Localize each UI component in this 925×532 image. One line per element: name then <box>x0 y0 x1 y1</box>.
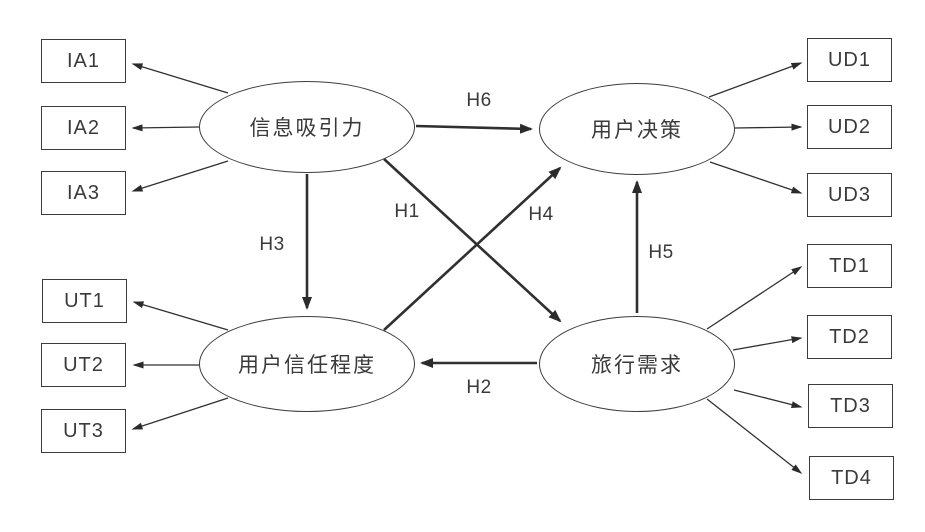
latent-info-attractiveness: 信息吸引力 <box>199 81 415 173</box>
latent-user-trust-label: 用户信任程度 <box>238 354 376 377</box>
indicator-label-IA3: IA3 <box>66 181 101 204</box>
loading-TD-TD1-arrow <box>706 266 803 330</box>
loading-UD-UD2-arrow <box>734 123 803 131</box>
indicator-label-IA2: IA2 <box>66 116 101 139</box>
latent-user-decision-label: 用户决策 <box>591 119 683 142</box>
loading-TD-TD4-arrow <box>706 398 803 474</box>
indicator-label-TD3: TD3 <box>830 394 871 417</box>
indicator-box-UD1: UD1 <box>807 38 892 82</box>
hypothesis-label-H2: H2 <box>466 377 492 398</box>
path-H6-arrow <box>415 123 533 134</box>
indicator-label-UD2: UD2 <box>827 115 871 138</box>
indicator-label-UT2: UT2 <box>63 353 104 376</box>
indicator-box-IA3: IA3 <box>41 171 126 215</box>
indicator-label-TD1: TD1 <box>829 254 870 277</box>
indicator-label-IA1: IA1 <box>66 49 101 72</box>
path-H4-arrow <box>383 166 562 331</box>
path-H1-arrow <box>383 158 562 323</box>
latent-travel-demand: 旅行需求 <box>539 316 735 412</box>
indicator-label-UD1: UD1 <box>827 48 871 71</box>
indicator-box-UT3: UT3 <box>41 409 126 453</box>
loading-UT-UT3-arrow <box>131 397 229 430</box>
indicator-box-UT1: UT1 <box>42 279 127 323</box>
loading-IA-IA1-arrow <box>131 63 229 94</box>
latent-user-decision: 用户决策 <box>539 83 735 175</box>
indicator-box-TD4: TD4 <box>809 456 894 500</box>
indicator-label-TD4: TD4 <box>831 466 872 489</box>
loading-TD-TD2-arrow <box>732 336 803 351</box>
indicator-box-TD2: TD2 <box>807 315 892 359</box>
loading-IA-IA3-arrow <box>131 160 229 192</box>
loading-UD-UD3-arrow <box>709 161 803 194</box>
indicator-label-UT1: UT1 <box>64 289 105 312</box>
indicator-label-UT3: UT3 <box>63 419 104 442</box>
hypothesis-label-H1: H1 <box>394 201 420 222</box>
loading-UD-UD1-arrow <box>708 62 803 98</box>
hypothesis-label-H4: H4 <box>528 204 554 225</box>
hypothesis-label-H5: H5 <box>648 242 674 263</box>
indicator-box-TD3: TD3 <box>808 384 893 428</box>
loading-TD-TD3-arrow <box>733 389 803 409</box>
loading-UT-UT1-arrow <box>132 301 229 331</box>
latent-user-trust: 用户信任程度 <box>199 316 415 412</box>
indicator-box-UD3: UD3 <box>807 173 892 217</box>
indicator-box-UT2: UT2 <box>41 343 126 387</box>
latent-info-attractiveness-label: 信息吸引力 <box>249 117 365 140</box>
latent-travel-demand-label: 旅行需求 <box>591 354 683 377</box>
indicator-box-IA2: IA2 <box>41 106 126 150</box>
indicator-label-TD2: TD2 <box>829 325 870 348</box>
loading-IA-IA2-arrow <box>131 124 200 132</box>
indicator-label-UD3: UD3 <box>827 183 871 206</box>
indicator-box-TD1: TD1 <box>807 244 892 288</box>
indicator-box-UD2: UD2 <box>807 105 892 149</box>
hypothesis-label-H3: H3 <box>259 234 285 255</box>
hypothesis-label-H6: H6 <box>466 90 492 111</box>
indicator-box-IA1: IA1 <box>41 39 126 83</box>
